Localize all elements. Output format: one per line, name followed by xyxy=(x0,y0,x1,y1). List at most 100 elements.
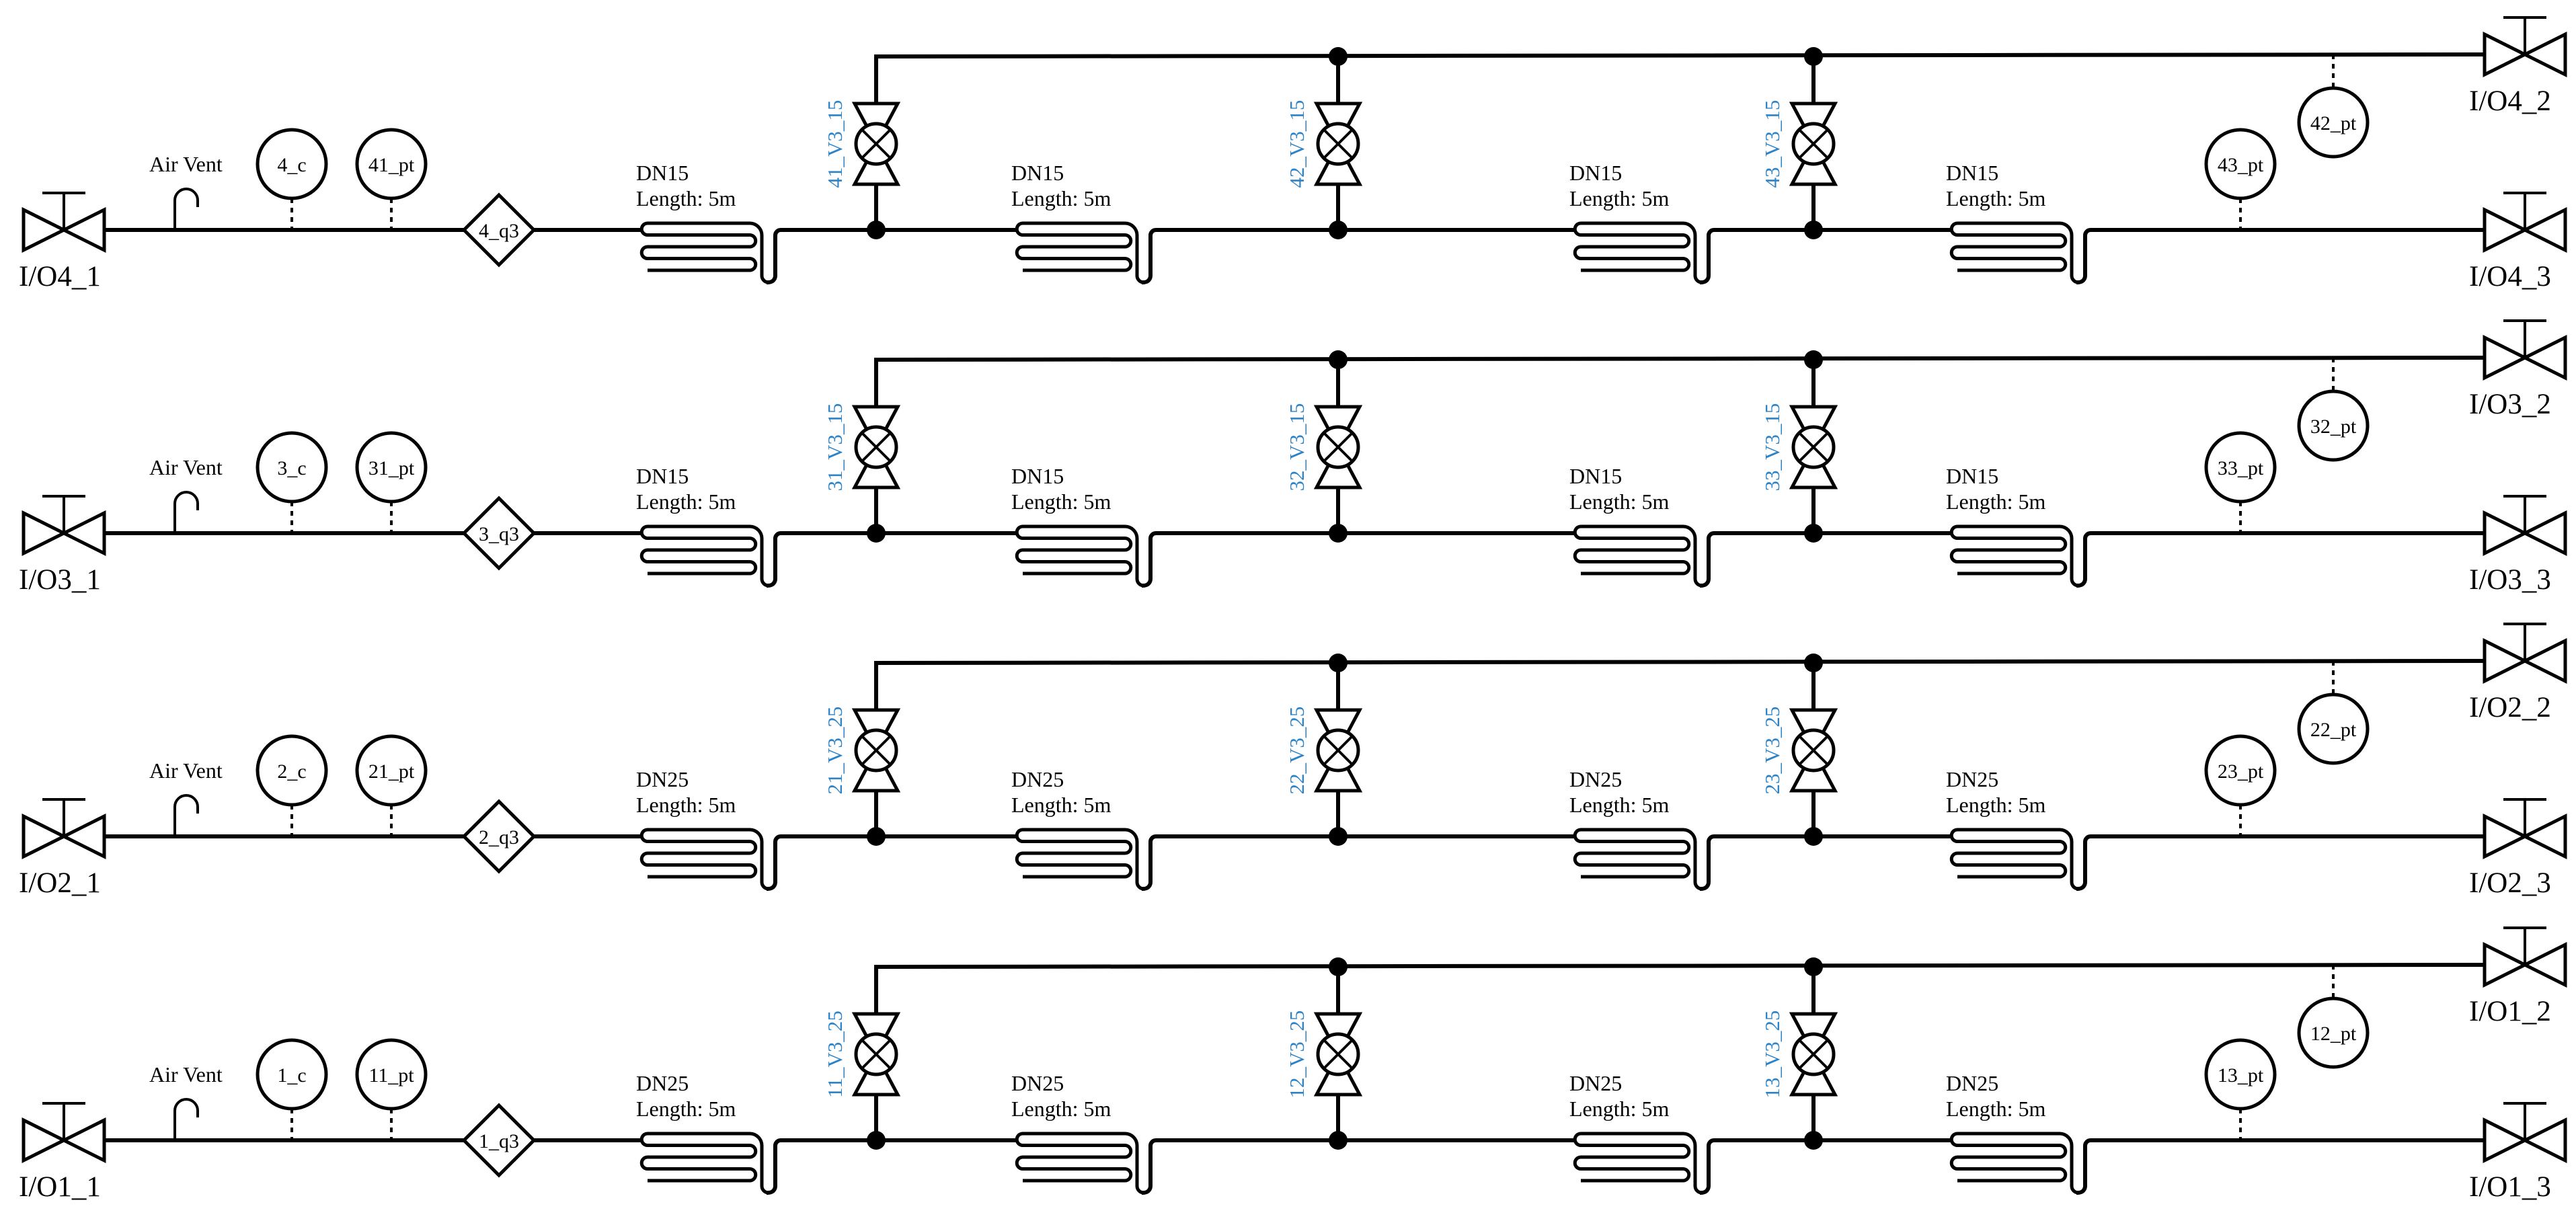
pipe-coil-3 xyxy=(1573,1132,1816,1195)
junction-node xyxy=(1329,957,1348,976)
pipe-coil-4 xyxy=(1949,221,2102,285)
flow-meter: 2_q3 xyxy=(461,799,537,874)
pipe-length-label-3: Length: 5m xyxy=(1569,186,1670,210)
pipe-coil-1 xyxy=(639,1132,878,1195)
inlet-label: I/O2_1 xyxy=(19,867,101,899)
outlet-upper-label: I/O1_2 xyxy=(2469,996,2551,1027)
three-way-valve-3 xyxy=(1789,102,1838,186)
pressure-sensor-lower: 33_pt xyxy=(2204,431,2277,504)
three-way-valve-2 xyxy=(1313,405,1363,489)
junction-node xyxy=(1804,1131,1823,1150)
pipe-coil-1 xyxy=(639,221,878,285)
conductivity-sensor: 4_c xyxy=(256,128,328,200)
outlet-lower-label: I/O4_3 xyxy=(2469,261,2551,292)
pressure-sensor-upper: 12_pt xyxy=(2297,996,2370,1069)
pressure-sensor-inlet-label: 11_pt xyxy=(368,1064,414,1087)
pressure-sensor-inlet: 31_pt xyxy=(355,431,428,504)
junction-node xyxy=(1329,47,1348,66)
conductivity-sensor: 2_c xyxy=(256,734,328,807)
pipe-spec-label-2: DN25 xyxy=(1011,1071,1064,1095)
pipe-spec-label-2: DN25 xyxy=(1011,767,1064,791)
junction-node xyxy=(1329,654,1348,672)
pipe-coil-1 xyxy=(639,524,878,588)
valve-label-3: 23_V3_25 xyxy=(1760,707,1784,795)
pipe-coil-2 xyxy=(1015,524,1340,588)
pipe-length-label-1: Length: 5m xyxy=(636,489,736,514)
pressure-sensor-upper: 42_pt xyxy=(2297,86,2370,159)
junction-node xyxy=(1804,221,1823,239)
valve-label-3: 43_V3_15 xyxy=(1760,100,1784,188)
three-way-valve-2 xyxy=(1313,102,1363,186)
junction-node xyxy=(867,221,886,239)
pressure-sensor-lower: 23_pt xyxy=(2204,734,2277,807)
pressure-sensor-upper-label: 42_pt xyxy=(2310,112,2357,134)
branch-line xyxy=(873,52,2486,59)
pressure-sensor-inlet: 41_pt xyxy=(355,128,428,200)
pipe-spec-label-4: DN25 xyxy=(1946,1071,1998,1095)
pipe-length-label-1: Length: 5m xyxy=(636,186,736,210)
pipe-spec-label-3: DN25 xyxy=(1569,767,1622,791)
outlet-valve-upper xyxy=(2483,16,2567,78)
inlet-label: I/O3_1 xyxy=(19,564,101,596)
pipe-length-label-4: Length: 5m xyxy=(1946,1097,2046,1121)
flow-meter-label: 3_q3 xyxy=(479,523,519,545)
pipe-length-label-4: Length: 5m xyxy=(1946,793,2046,817)
pipe-length-label-3: Length: 5m xyxy=(1569,1097,1670,1121)
valve-label-1: 41_V3_15 xyxy=(823,100,847,188)
junction-node xyxy=(1329,221,1348,239)
pressure-sensor-lower-label: 33_pt xyxy=(2218,457,2264,479)
pipe-coil-3 xyxy=(1573,524,1816,588)
pipe-coil-2 xyxy=(1015,1132,1340,1195)
pipe-coil-4 xyxy=(1949,1132,2102,1195)
valve-label-1: 21_V3_25 xyxy=(823,707,847,795)
conductivity-sensor-label: 1_c xyxy=(277,1064,306,1087)
junction-node xyxy=(1804,350,1823,369)
junction-node xyxy=(1329,524,1348,543)
junction-node xyxy=(867,827,886,846)
junction-node xyxy=(1804,524,1823,543)
valve-label-3: 33_V3_15 xyxy=(1760,403,1784,491)
three-way-valve-1 xyxy=(851,1012,901,1097)
pipe-coil-1 xyxy=(639,828,878,892)
pipe-coil-2 xyxy=(1015,221,1340,285)
pressure-sensor-upper: 32_pt xyxy=(2297,389,2370,462)
pressure-sensor-upper-label: 22_pt xyxy=(2310,719,2357,741)
pressure-sensor-lower: 13_pt xyxy=(2204,1038,2277,1111)
outlet-valve-upper xyxy=(2483,623,2567,684)
outlet-lower-label: I/O1_3 xyxy=(2469,1171,2551,1203)
flow-meter: 4_q3 xyxy=(461,192,537,268)
flow-meter-label: 4_q3 xyxy=(479,220,519,242)
junction-node xyxy=(1329,827,1348,846)
pipe-spec-label-3: DN15 xyxy=(1569,464,1622,488)
three-way-valve-2 xyxy=(1313,708,1363,793)
pressure-sensor-lower-label: 13_pt xyxy=(2218,1064,2264,1087)
outlet-upper-label: I/O4_2 xyxy=(2469,85,2551,117)
pipe-spec-label-1: DN25 xyxy=(636,1071,689,1095)
pipe-spec-label-1: DN15 xyxy=(636,464,689,488)
branch-line xyxy=(873,355,2486,362)
air-vent xyxy=(173,1098,199,1140)
air-vent-label: Air Vent xyxy=(149,152,223,176)
pipe-length-label-2: Length: 5m xyxy=(1011,793,1111,817)
pipe-spec-label-2: DN15 xyxy=(1011,161,1064,185)
air-vent xyxy=(173,491,199,533)
pressure-sensor-lower: 43_pt xyxy=(2204,128,2277,200)
pressure-sensor-inlet-label: 31_pt xyxy=(368,457,415,479)
three-way-valve-3 xyxy=(1789,708,1838,793)
pipe-spec-label-1: DN15 xyxy=(636,161,689,185)
conductivity-sensor: 3_c xyxy=(256,431,328,504)
valve-label-2: 32_V3_15 xyxy=(1285,403,1309,491)
valve-label-3: 13_V3_25 xyxy=(1760,1011,1784,1099)
outlet-upper-label: I/O2_2 xyxy=(2469,692,2551,723)
three-way-valve-3 xyxy=(1789,1012,1838,1097)
pipe-coil-3 xyxy=(1573,828,1816,892)
pressure-sensor-inlet-label: 41_pt xyxy=(368,154,415,176)
inlet-label: I/O4_1 xyxy=(19,261,101,292)
pressure-sensor-inlet-label: 21_pt xyxy=(368,760,415,783)
valve-label-1: 11_V3_25 xyxy=(823,1011,847,1098)
junction-node xyxy=(1329,1131,1348,1150)
outlet-lower-label: I/O3_3 xyxy=(2469,564,2551,596)
